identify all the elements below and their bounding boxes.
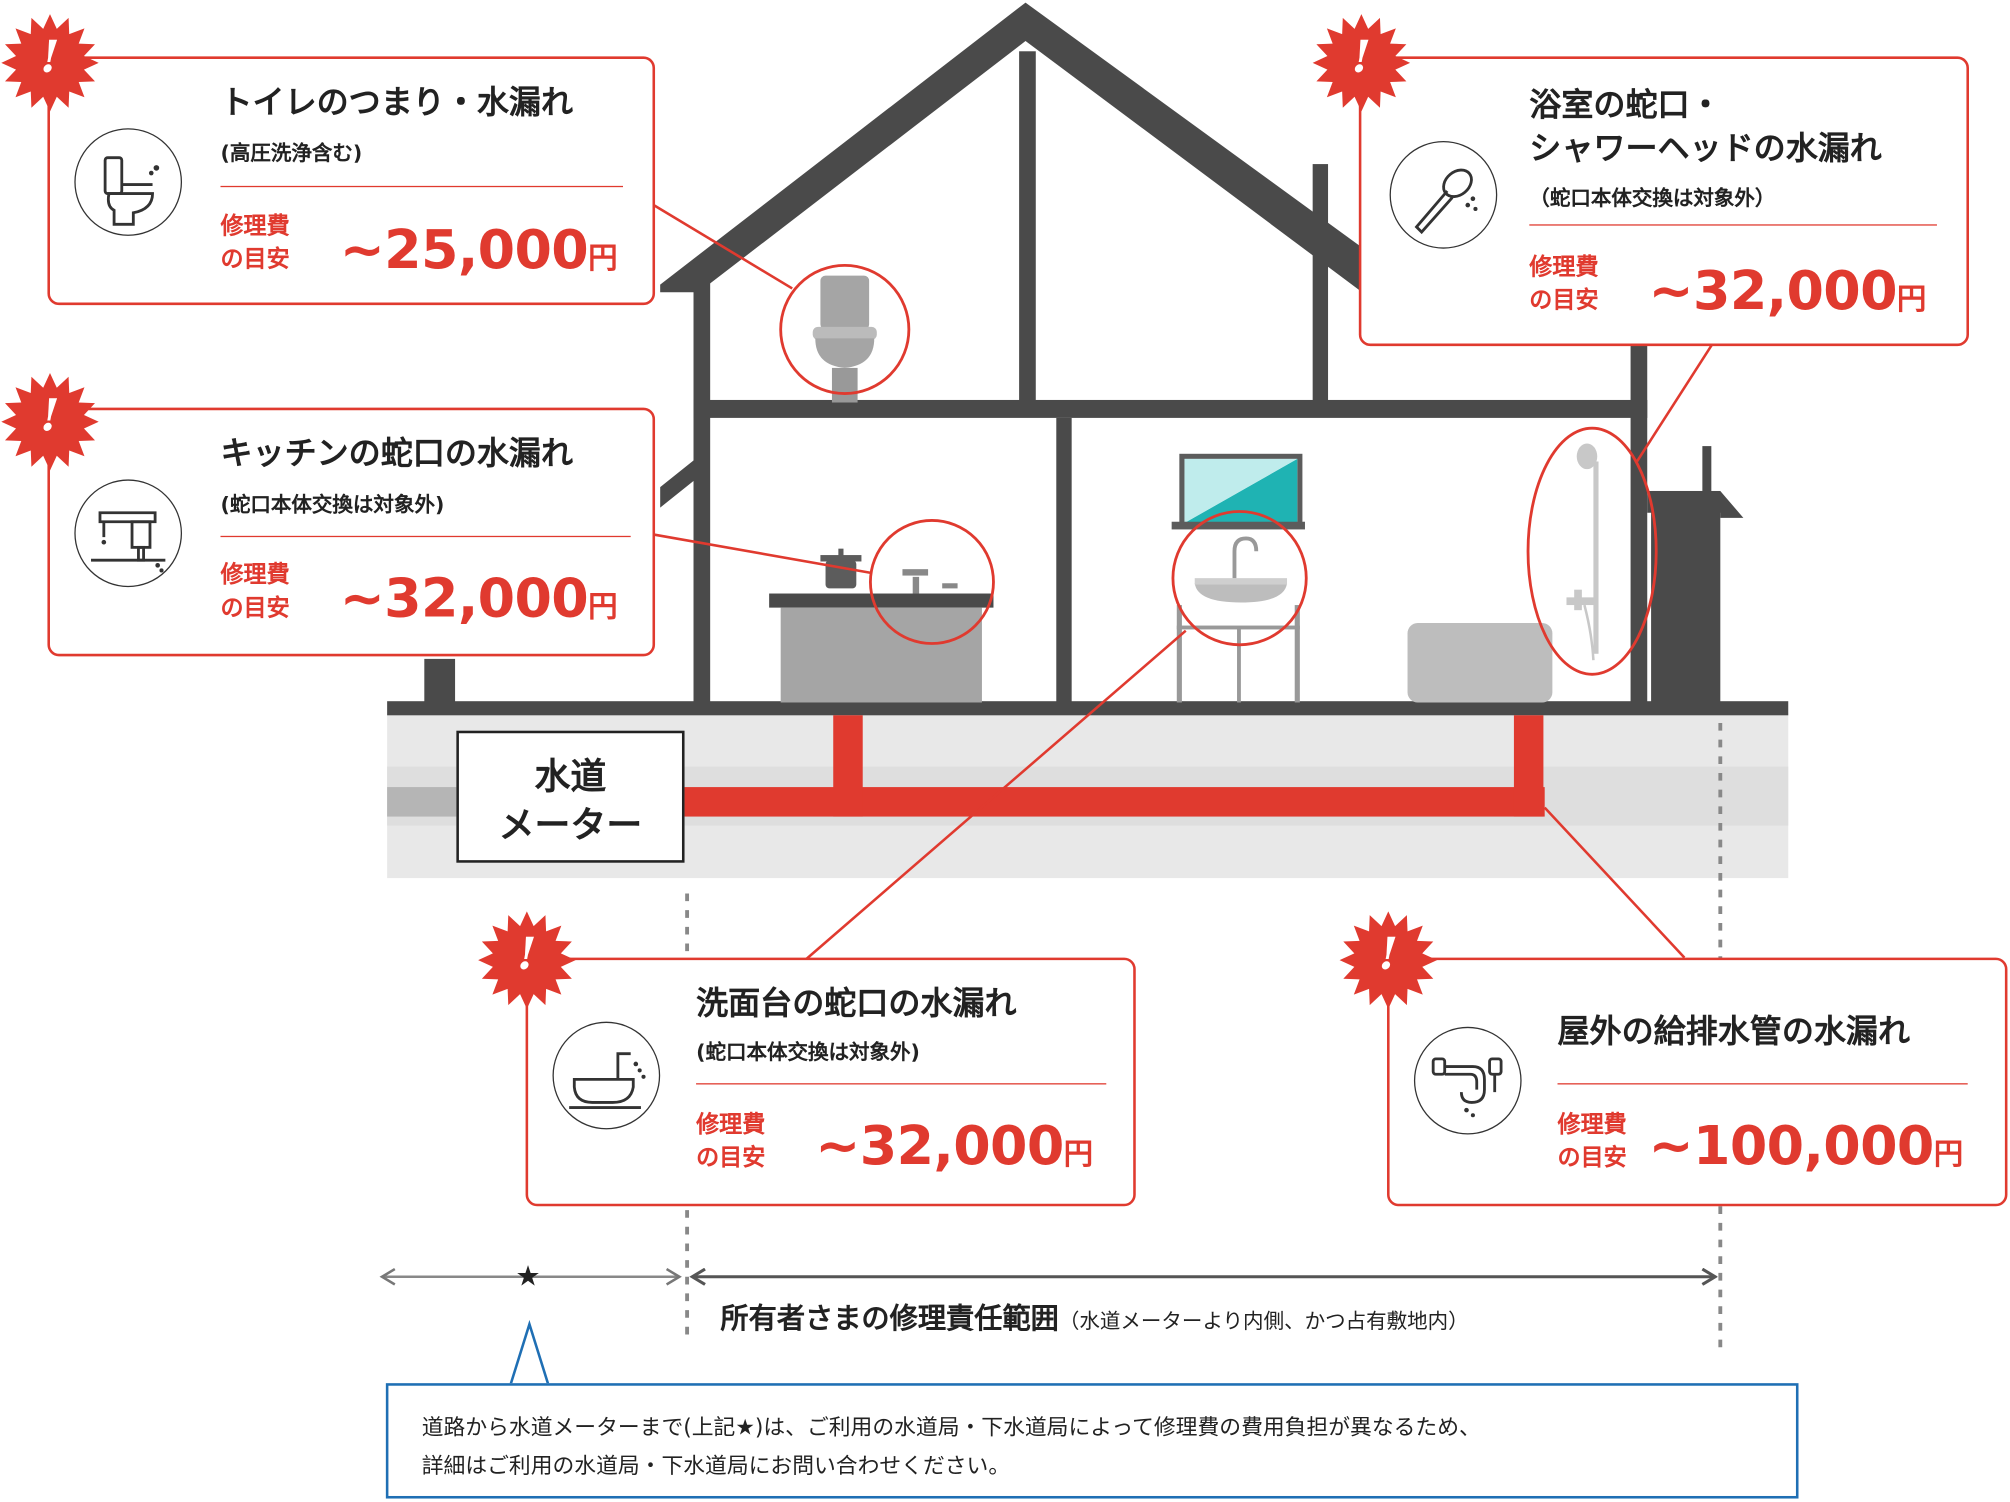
card-title-line-2: シャワーヘッドの水漏れ xyxy=(1529,129,1882,167)
warning-mark: ! xyxy=(40,32,60,84)
kitchen-faucet-icon xyxy=(74,479,183,588)
warning-mark: ! xyxy=(517,929,537,981)
card-title: キッチンの蛇口の水漏れ xyxy=(220,434,574,472)
shower-head-icon xyxy=(1389,141,1498,249)
warning-burst-icon: ! xyxy=(477,910,577,1010)
warning-burst-icon: ! xyxy=(0,372,100,472)
toilet-icon xyxy=(74,128,183,236)
cost-value: ~25,000円 xyxy=(339,217,618,281)
bathroom-card: 浴室の蛇口・ シャワーヘッドの水漏れ （蛇口本体交換は対象外） 修理費 の目安 … xyxy=(1358,56,1969,347)
house-frame xyxy=(387,2,1789,716)
card-title-line-1: 浴室の蛇口・ xyxy=(1529,85,1722,124)
water-meter-box: 水道 メーター xyxy=(456,730,685,863)
leader-lines xyxy=(653,204,1717,962)
card-subtitle: (高圧洗浄含む) xyxy=(220,141,363,166)
note-line-2: 詳細はご利用の水道局・下水道局にお問い合わせください。 xyxy=(421,1453,1011,1480)
warning-burst-icon: ! xyxy=(0,13,100,113)
card-title: 洗面台の蛇口の水漏れ xyxy=(696,984,1017,1022)
cost-value: ~100,000円 xyxy=(1648,1113,1964,1177)
meter-label-line-1: 水道 xyxy=(534,755,607,798)
note-line-1: 道路から水道メーターまで(上記★)は、ご利用の水道局・下水道局によって修理費の費… xyxy=(421,1415,1481,1441)
note-pointer xyxy=(508,1319,551,1388)
cost-value: ~32,000円 xyxy=(1648,258,1927,322)
yen-unit: 円 xyxy=(1896,283,1926,317)
warning-burst-icon: ! xyxy=(1338,910,1438,1010)
toilet-card: トイレのつまり・水漏れ (高圧洗浄含む) 修理費 の目安 ~25,000円 xyxy=(47,56,656,306)
highlight-circles xyxy=(779,263,1658,676)
outdoor-pipe-card: 屋外の給排水管の水漏れ 修理費 の目安 ~100,000円 xyxy=(1387,957,2008,1207)
warning-mark: ! xyxy=(1378,929,1398,981)
card-divider xyxy=(1557,1083,1968,1085)
card-subtitle: (蛇口本体交換は対象外) xyxy=(696,1039,920,1064)
card-title: 屋外の給排水管の水漏れ xyxy=(1557,1012,1911,1050)
note-box: 道路から水道メーターまで(上記★)は、ご利用の水道局・下水道局によって修理費の費… xyxy=(385,1383,1799,1499)
cost-label-line-2: の目安 xyxy=(696,1144,766,1172)
boundary-dashes xyxy=(685,722,1723,1349)
cost-label-line-1: 修理費 xyxy=(1529,253,1599,281)
yen-unit: 円 xyxy=(1063,1138,1093,1172)
kitchen-card: キッチンの蛇口の水漏れ (蛇口本体交換は対象外) 修理費 の目安 ~32,000… xyxy=(47,407,656,657)
warning-mark: ! xyxy=(1351,32,1371,84)
card-divider xyxy=(220,535,631,538)
card-subtitle: (蛇口本体交換は対象外) xyxy=(220,492,445,517)
card-title: トイレのつまり・水漏れ xyxy=(220,83,574,121)
yen-unit: 円 xyxy=(1933,1138,1963,1172)
card-divider xyxy=(220,185,624,188)
responsibility-main: 所有者さまの修理責任範囲 xyxy=(720,1303,1059,1336)
drain-pipe-icon xyxy=(1413,1026,1522,1135)
meter-label-line-2: メーター xyxy=(498,803,643,847)
bath-illustration xyxy=(1407,443,1599,703)
responsibility-range-label: 所有者さまの修理責任範囲（水道メーターより内側、かつ占有敷地内） xyxy=(720,1296,1468,1337)
cost-label-line-2: の目安 xyxy=(220,594,290,622)
supply-pipe xyxy=(684,715,1545,817)
washbasin-card: 洗面台の蛇口の水漏れ (蛇口本体交換は対象外) 修理費 の目安 ~32,000円 xyxy=(525,957,1136,1207)
card-divider xyxy=(696,1083,1107,1085)
star-marker: ★ xyxy=(515,1261,541,1294)
warning-burst-icon: ! xyxy=(1311,13,1411,113)
cost-value: ~32,000円 xyxy=(339,566,618,630)
cost-label-line-2: の目安 xyxy=(220,246,290,274)
warning-mark: ! xyxy=(40,390,60,443)
cost-label-line-1: 修理費 xyxy=(220,561,290,589)
card-divider xyxy=(1529,224,1937,226)
toilet-illustration xyxy=(812,275,877,403)
washbasin-icon xyxy=(552,1021,661,1130)
street-pipe xyxy=(387,787,459,817)
cost-value: ~32,000円 xyxy=(815,1113,1093,1177)
yen-unit: 円 xyxy=(588,590,617,625)
cost-label-line-2: の目安 xyxy=(1557,1144,1627,1172)
responsibility-note: （水道メーターより内側、かつ占有敷地内） xyxy=(1058,1308,1469,1334)
cost-label-line-1: 修理費 xyxy=(220,212,290,240)
cost-label-line-1: 修理費 xyxy=(696,1111,766,1139)
cost-label-line-1: 修理費 xyxy=(1557,1111,1627,1139)
card-subtitle: （蛇口本体交換は対象外） xyxy=(1529,185,1776,211)
yen-unit: 円 xyxy=(588,242,617,276)
washroom-illustration xyxy=(1171,453,1305,703)
cost-label-line-2: の目安 xyxy=(1529,287,1599,315)
kitchen-illustration xyxy=(769,548,994,703)
